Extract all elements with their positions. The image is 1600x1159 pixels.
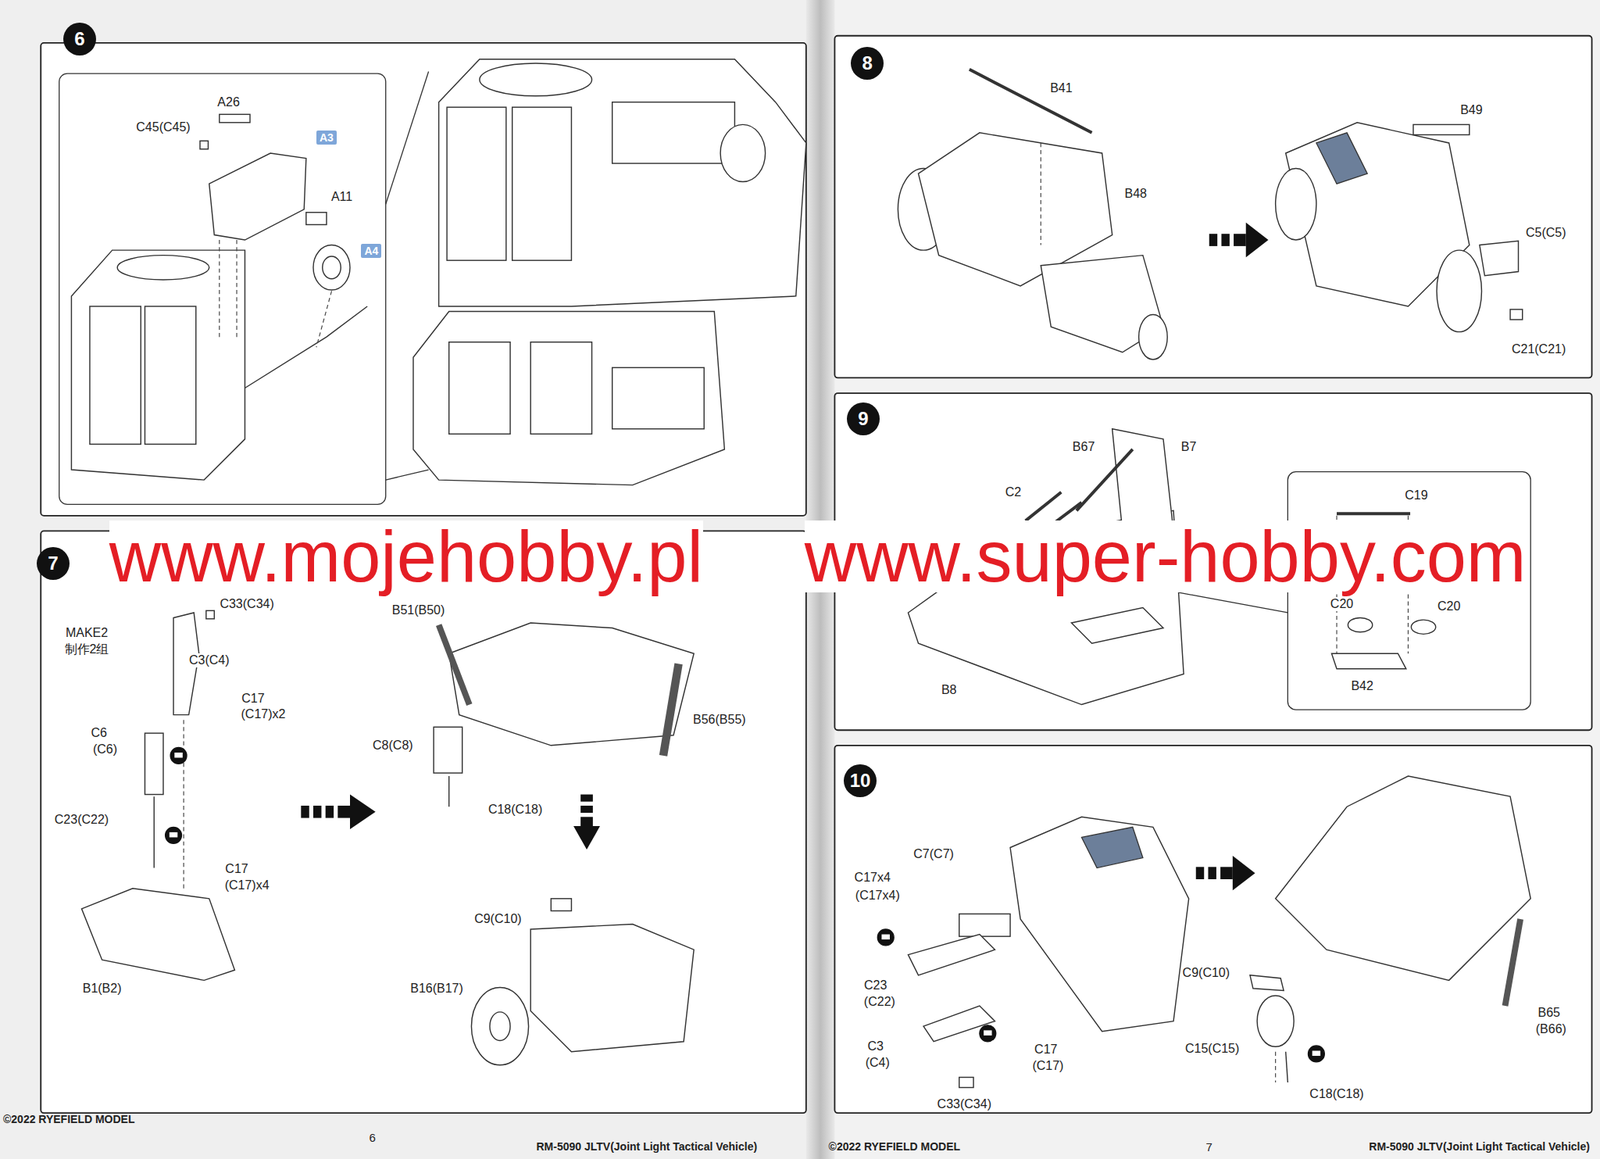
watermark: www.mojehobby.pl xyxy=(109,520,704,593)
part-label: C33(C34) xyxy=(935,1096,993,1111)
part-label: C9(C10) xyxy=(472,911,523,926)
part-label: B7 xyxy=(1179,439,1199,454)
part-label: (C6) xyxy=(91,742,119,757)
part-label: C23 xyxy=(862,978,889,993)
part-label: MAKE2 xyxy=(64,625,110,640)
part-label: C15(C15) xyxy=(1183,1041,1241,1056)
part-label: C8(C8) xyxy=(371,738,415,753)
step-number: 10 xyxy=(843,764,877,797)
step-number-text: 8 xyxy=(862,52,873,75)
part-label: B16(B17) xyxy=(408,981,465,996)
part-label: B41 xyxy=(1048,81,1074,96)
step-number: 6 xyxy=(63,22,97,56)
part-label: C18(C18) xyxy=(1307,1086,1365,1101)
part-label: (B66) xyxy=(1534,1021,1568,1036)
footer-text: ©2022 RYEFIELD MODEL xyxy=(3,1113,136,1125)
step-number-text: 7 xyxy=(47,552,58,575)
part-label: C2 xyxy=(1003,485,1023,500)
step-number: 9 xyxy=(846,402,880,436)
part-label: C33(C34) xyxy=(217,596,275,611)
paint-badge: A4 xyxy=(360,243,382,258)
part-label: C17x4 xyxy=(853,870,893,885)
part-label: C45(C45) xyxy=(134,120,192,135)
part-label: 制作2组 xyxy=(63,642,111,657)
part-label: (C22) xyxy=(862,994,897,1009)
part-label: C5(C5) xyxy=(1524,225,1568,240)
page-number: 7 xyxy=(1206,1140,1213,1154)
paint-code: A3 xyxy=(319,131,334,144)
part-label: C21(C21) xyxy=(1510,342,1568,357)
part-label: C23(C22) xyxy=(53,812,111,827)
part-label: (C17x4) xyxy=(853,888,902,903)
part-label: B8 xyxy=(939,682,959,697)
part-label: C17 xyxy=(223,861,250,876)
part-label: B56(B55) xyxy=(691,712,748,727)
paint-code: A4 xyxy=(364,244,379,258)
part-label: C20 xyxy=(1435,599,1462,614)
step-number-text: 9 xyxy=(857,407,868,430)
part-label: C17 xyxy=(1032,1042,1059,1057)
step-number: 7 xyxy=(36,546,70,580)
part-label: C6 xyxy=(89,725,108,740)
part-label: C19 xyxy=(1403,488,1429,503)
page-number: 6 xyxy=(369,1131,376,1145)
part-label: B67 xyxy=(1071,439,1097,454)
part-label: C17 xyxy=(239,691,266,706)
part-label: B49 xyxy=(1458,103,1484,118)
part-label: (C17) xyxy=(1030,1058,1065,1073)
part-label: C9(C10) xyxy=(1181,965,1232,980)
part-label: A11 xyxy=(329,189,354,204)
part-label: (C17)x2 xyxy=(239,707,288,722)
part-label: C3 xyxy=(865,1039,885,1054)
watermark: www.super-hobby.com xyxy=(804,520,1527,593)
part-label: (C17)x4 xyxy=(223,878,272,893)
step-number-text: 6 xyxy=(74,28,85,50)
part-label: B51(B50) xyxy=(390,603,447,618)
part-label: C7(C7) xyxy=(911,846,956,861)
part-label: B48 xyxy=(1122,186,1148,201)
part-label: B1(B2) xyxy=(81,981,124,996)
footer-text: RM-5090 JLTV(Joint Light Tactical Vehicl… xyxy=(1368,1140,1590,1153)
paint-badge: A3 xyxy=(316,130,337,145)
part-label: B65 xyxy=(1535,1005,1561,1020)
step-number-text: 10 xyxy=(850,769,872,792)
part-label: (C4) xyxy=(864,1055,892,1070)
part-label: B42 xyxy=(1349,678,1375,693)
footer-text: ©2022 RYEFIELD MODEL xyxy=(828,1140,961,1153)
part-label: C20 xyxy=(1328,596,1355,611)
footer-text: RM-5090 JLTV(Joint Light Tactical Vehicl… xyxy=(535,1140,758,1153)
part-label: A26 xyxy=(215,95,241,110)
step-number: 8 xyxy=(850,46,884,80)
part-label: C18(C18) xyxy=(486,802,544,817)
part-label: C3(C4) xyxy=(187,653,232,668)
